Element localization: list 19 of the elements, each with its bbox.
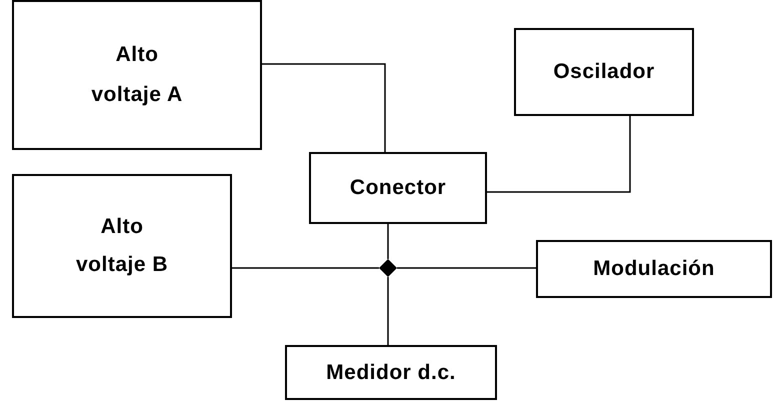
connector-line [387,224,389,259]
block-label: Alto voltaje A [90,42,184,108]
connector-line [397,267,536,269]
block-label: Medidor d.c. [326,360,456,384]
block-label: Alto voltaje B [74,214,170,278]
block-box [12,0,262,150]
block-label: Conector [350,176,446,200]
connector-line [487,116,631,193]
block-box [309,152,487,224]
connector-line [262,63,386,152]
connector-line [232,267,379,269]
block-box [285,345,497,400]
block-box [514,28,694,116]
block-label: Modulación [593,257,715,281]
block-box [12,174,232,318]
block-label: Oscilador [553,60,655,84]
block-box [536,240,772,298]
connector-line [387,277,389,345]
junction-diamond [379,259,397,277]
